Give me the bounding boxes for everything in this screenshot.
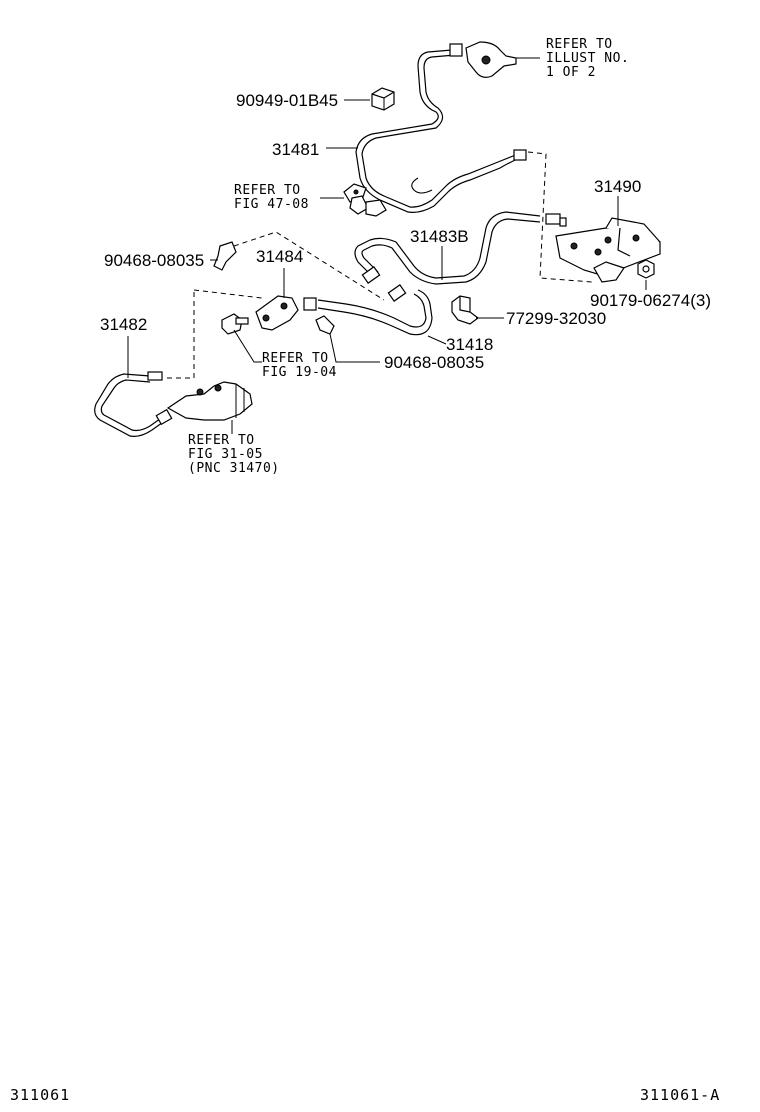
- note-refer-fig3105: REFER TO FIG 31-05 (PNC 31470): [188, 433, 280, 476]
- bracket-31490-part: [545, 213, 661, 283]
- pipe-31483b-inner: [361, 218, 541, 285]
- top-fitting-part: [449, 41, 517, 78]
- svg-text:(PNC 31470): (PNC 31470): [188, 461, 280, 476]
- note-refer-fig1904: REFER TO FIG 19-04: [262, 351, 337, 380]
- pipe-31482-inner: [100, 379, 165, 432]
- svg-text:FIG 19-04: FIG 19-04: [262, 365, 337, 380]
- svg-text:ILLUST NO.: ILLUST NO.: [546, 51, 629, 66]
- clip-77299-part: [451, 295, 479, 325]
- bolt-fig1904-part: [221, 313, 249, 335]
- svg-text:REFER TO: REFER TO: [262, 351, 329, 366]
- label-31482: 31482: [100, 315, 147, 334]
- dashed-ref-line-left: [233, 231, 385, 301]
- svg-text:1 OF 2: 1 OF 2: [546, 65, 596, 80]
- release-cylinder-part: [147, 371, 253, 426]
- pipe-31481-loop: [411, 177, 433, 194]
- label-77299-32030: 77299-32030: [506, 309, 606, 328]
- leader-31418: [427, 335, 447, 345]
- nut-90179-part: [637, 259, 655, 279]
- grommet-90949-part: [371, 87, 395, 111]
- note-refer-illust: REFER TO ILLUST NO. 1 OF 2: [546, 37, 629, 80]
- dashed-ref-line-right: [527, 151, 593, 283]
- pipe-31482: [94, 373, 167, 437]
- label-90468-08035-upper: 90468-08035: [104, 251, 204, 270]
- note-refer-fig4708: REFER TO FIG 47-08: [234, 183, 309, 212]
- footer-code-right: 311061-A: [640, 1086, 720, 1104]
- svg-text:REFER TO: REFER TO: [234, 183, 301, 198]
- pipe-31481-inner: [361, 54, 519, 208]
- svg-text:REFER TO: REFER TO: [188, 433, 255, 448]
- label-31481: 31481: [272, 140, 319, 159]
- svg-text:FIG 47-08: FIG 47-08: [234, 197, 309, 212]
- bracket-31484-part: [255, 295, 299, 331]
- svg-text:FIG 31-05: FIG 31-05: [188, 447, 263, 462]
- hose-31418-inner: [317, 289, 433, 336]
- clip-fig4708-part: [343, 183, 387, 217]
- label-90468-08035-lower: 90468-08035: [384, 353, 484, 372]
- pipe-31483b: [354, 211, 541, 279]
- clip-90468-left-part: [213, 241, 237, 271]
- label-90179-06274: 90179-06274(3): [590, 291, 711, 310]
- label-31484: 31484: [256, 247, 303, 266]
- label-90949-01B45: 90949-01B45: [236, 91, 338, 110]
- clip-90468-bottom-part: [315, 315, 335, 335]
- dashed-ref-line-bracket: [193, 289, 263, 299]
- leader-90468-bottom: [329, 333, 380, 363]
- footer-code-left: 311061: [10, 1086, 70, 1104]
- label-31483B: 31483B: [410, 227, 469, 246]
- label-31490: 31490: [594, 177, 641, 196]
- label-31418: 31418: [446, 335, 493, 354]
- dashed-ref-line-vert: [166, 292, 195, 379]
- fittings-31483b: [303, 149, 527, 311]
- svg-text:REFER TO: REFER TO: [546, 37, 613, 52]
- leader-fig1904: [233, 329, 262, 363]
- pipe-31481: [355, 49, 521, 213]
- hose-31418: [317, 293, 427, 328]
